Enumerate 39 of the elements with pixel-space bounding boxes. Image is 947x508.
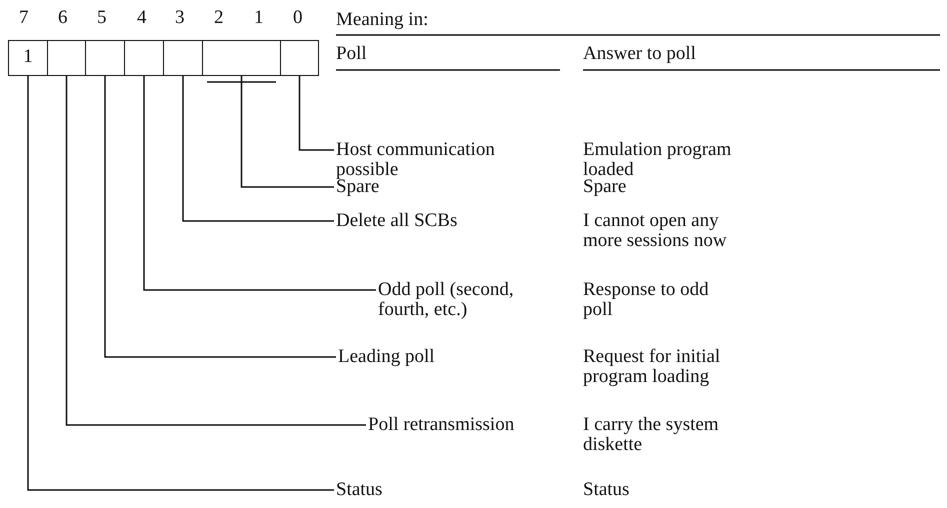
poll-meaning-text: Status <box>336 480 486 500</box>
leader-line <box>66 76 366 426</box>
answer-meaning-text: Spare <box>583 177 628 197</box>
leader-line <box>104 76 336 358</box>
bit-number: 6 <box>58 8 68 28</box>
bit-number: 1 <box>254 8 264 28</box>
bit-number: 4 <box>137 8 146 28</box>
answer-meaning-text: Request for initial program loading <box>583 347 722 387</box>
poll-meaning-text: Odd poll (second, fourth, etc.) <box>378 280 538 320</box>
bit-number: 7 <box>19 8 28 28</box>
poll-meaning-text: Poll retransmission <box>368 415 558 435</box>
bit-value: 1 <box>23 46 33 67</box>
register-bit-cell <box>47 40 86 76</box>
bit-number: 2 <box>214 8 224 28</box>
leader-line <box>27 76 334 491</box>
poll-meaning-text: Host communication possible <box>336 140 506 180</box>
leader-line <box>182 76 334 222</box>
column-heading: Answer to poll <box>583 44 696 64</box>
register-bit-cell <box>124 40 164 76</box>
register-bit-cell <box>85 40 125 76</box>
column-heading: Poll <box>336 44 367 64</box>
answer-meaning-text: Status <box>583 480 630 500</box>
answer-meaning-text: Response to odd poll <box>583 280 710 320</box>
answer-meaning-text: Emulation program loaded <box>583 140 732 180</box>
register-bit-cell <box>8 40 48 76</box>
bit-number: 0 <box>293 8 302 28</box>
poll-meaning-text: Leading poll <box>338 347 508 367</box>
register-bit-cell <box>163 40 203 76</box>
table-heading: Meaning in: <box>336 10 428 30</box>
bit-number: 3 <box>175 8 184 28</box>
answer-meaning-text: I carry the system diskette <box>583 415 720 455</box>
leader-line <box>143 76 376 291</box>
leader-line <box>298 76 334 151</box>
poll-meaning-text: Delete all SCBs <box>336 211 506 231</box>
bit-number: 5 <box>97 8 106 28</box>
register-bit-cell <box>280 40 319 76</box>
leader-line <box>240 76 334 188</box>
answer-meaning-text: I cannot open any more sessions now <box>583 211 728 251</box>
register-bit-cell <box>202 40 281 76</box>
